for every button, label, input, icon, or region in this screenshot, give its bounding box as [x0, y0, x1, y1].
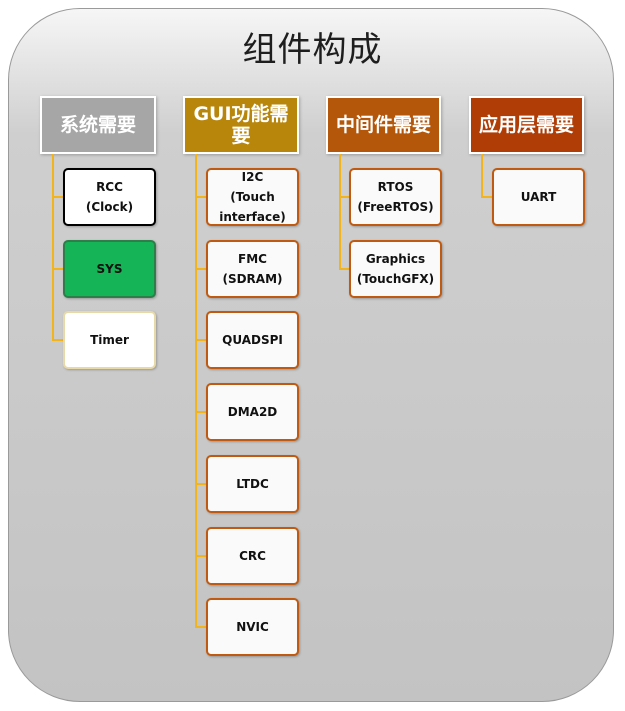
- connector-trunk: [52, 154, 54, 342]
- component-box[interactable]: Graphics (TouchGFX): [349, 240, 442, 298]
- component-label: I2C (Touch interface): [219, 170, 286, 224]
- connector-branch: [52, 339, 63, 341]
- connector-branch: [195, 268, 206, 270]
- component-label: NVIC: [236, 620, 269, 634]
- connector-branch: [195, 483, 206, 485]
- column-header-1: 系统需要: [40, 96, 156, 154]
- component-box[interactable]: Timer: [63, 311, 156, 369]
- connector-branch: [339, 268, 349, 270]
- column-header-2: GUI功能需要: [183, 96, 299, 154]
- component-label: CRC: [239, 549, 266, 563]
- component-box[interactable]: FMC (SDRAM): [206, 240, 299, 298]
- connector-branch: [195, 196, 206, 198]
- component-label: Graphics (TouchGFX): [356, 252, 435, 286]
- connector-branch: [195, 626, 206, 628]
- component-label: LTDC: [236, 477, 269, 491]
- component-box[interactable]: RCC (Clock): [63, 168, 156, 226]
- component-label: Timer: [90, 333, 129, 347]
- component-label: SYS: [96, 262, 123, 276]
- connector-trunk: [339, 154, 341, 270]
- connector-branch: [339, 196, 349, 198]
- component-label: RTOS (FreeRTOS): [357, 180, 434, 214]
- component-box[interactable]: LTDC: [206, 455, 299, 513]
- connector-branch: [195, 339, 206, 341]
- diagram-title: 组件构成: [242, 30, 383, 70]
- connector-trunk: [481, 154, 483, 198]
- component-box[interactable]: SYS: [63, 240, 156, 298]
- connector-trunk: [195, 154, 197, 629]
- component-box[interactable]: UART: [492, 168, 585, 226]
- component-label: UART: [520, 190, 557, 204]
- component-box[interactable]: I2C (Touch interface): [206, 168, 299, 226]
- connector-branch: [195, 555, 206, 557]
- connector-branch: [481, 196, 492, 198]
- component-label: FMC (SDRAM): [222, 252, 283, 286]
- connector-branch: [195, 411, 206, 413]
- component-box[interactable]: NVIC: [206, 598, 299, 656]
- component-label: QUADSPI: [222, 333, 283, 347]
- component-box[interactable]: QUADSPI: [206, 311, 299, 369]
- column-header-3: 中间件需要: [326, 96, 441, 154]
- component-label: DMA2D: [227, 405, 278, 419]
- column-header-4: 应用层需要: [469, 96, 584, 154]
- component-box[interactable]: CRC: [206, 527, 299, 585]
- component-box[interactable]: RTOS (FreeRTOS): [349, 168, 442, 226]
- connector-branch: [52, 196, 63, 198]
- connector-branch: [52, 268, 63, 270]
- component-label: RCC (Clock): [85, 180, 134, 214]
- component-box[interactable]: DMA2D: [206, 383, 299, 441]
